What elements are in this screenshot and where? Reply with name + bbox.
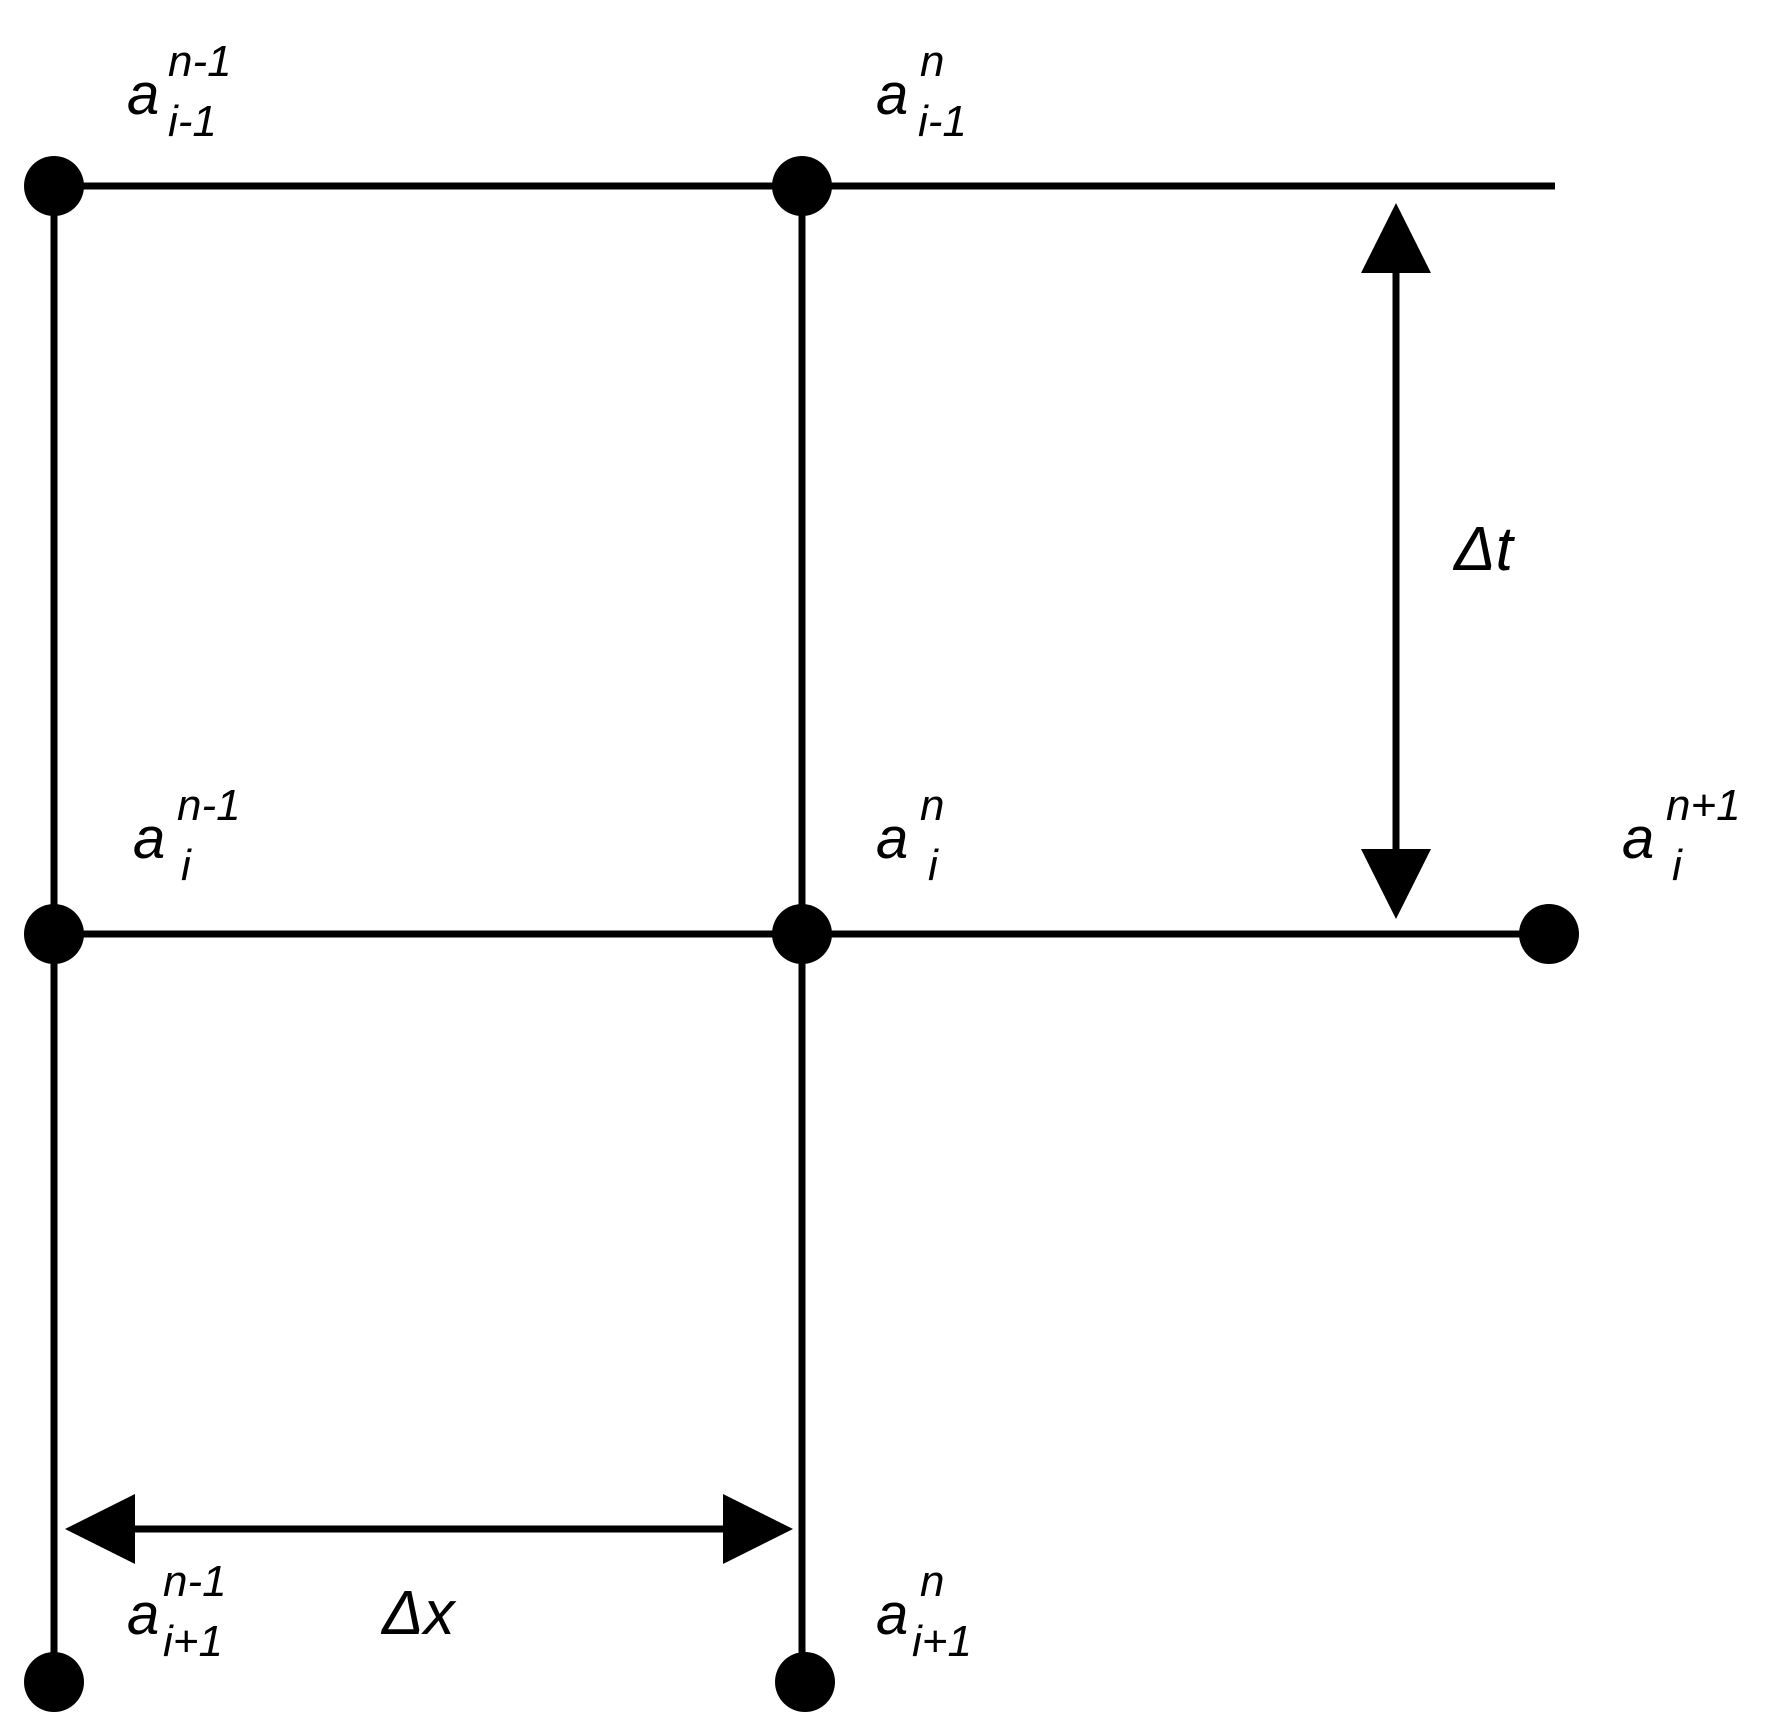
grid-nodes <box>24 156 1579 1712</box>
dt-label: Δt <box>1452 515 1516 584</box>
node-labels: a n-1 i-1 a n i-1 a n-1 i a n i a n+1 i … <box>127 37 1745 1666</box>
label-base: a <box>876 62 908 127</box>
dimension-arrows <box>65 203 1431 1564</box>
label-sup: n-1 <box>177 781 241 830</box>
label-top-mid: a n i-1 <box>876 37 967 146</box>
label-base: a <box>127 1582 159 1647</box>
node-dot-mid-left <box>24 904 84 964</box>
node-dot-bottom-mid <box>775 1652 835 1712</box>
label-base: a <box>127 62 159 127</box>
label-mid-center: a n i <box>876 781 949 890</box>
label-sub: i-1 <box>918 97 967 146</box>
node-dot-top-mid <box>772 156 832 216</box>
label-sup: n-1 <box>168 37 232 86</box>
label-sub: i <box>181 841 192 890</box>
label-mid-right: a n+1 i <box>1622 781 1745 890</box>
dx-label: Δx <box>380 1579 457 1648</box>
label-sub: i-1 <box>168 97 217 146</box>
node-dot-mid-right <box>1519 904 1579 964</box>
label-bottom-mid: a n i+1 <box>876 1557 972 1666</box>
label-sub: i+1 <box>912 1617 972 1666</box>
label-sup: n <box>920 37 944 86</box>
node-dot-top-left <box>24 156 84 216</box>
node-dot-mid-center <box>772 904 832 964</box>
label-sub: i <box>928 841 939 890</box>
label-base: a <box>876 1582 908 1647</box>
label-sub: i+1 <box>163 1617 223 1666</box>
label-base: a <box>1622 806 1654 871</box>
label-bottom-left: a n-1 i+1 <box>127 1557 231 1666</box>
label-sup: n+1 <box>1666 781 1741 830</box>
label-base: a <box>876 806 908 871</box>
node-dot-bottom-left <box>24 1652 84 1712</box>
label-sup: n-1 <box>163 1557 227 1606</box>
label-top-left: a n-1 i-1 <box>127 37 236 146</box>
label-sup: n <box>920 1557 944 1606</box>
label-mid-left: a n-1 i <box>133 781 245 890</box>
label-sup: n <box>920 781 944 830</box>
label-base: a <box>133 806 165 871</box>
label-sub: i <box>1672 841 1683 890</box>
